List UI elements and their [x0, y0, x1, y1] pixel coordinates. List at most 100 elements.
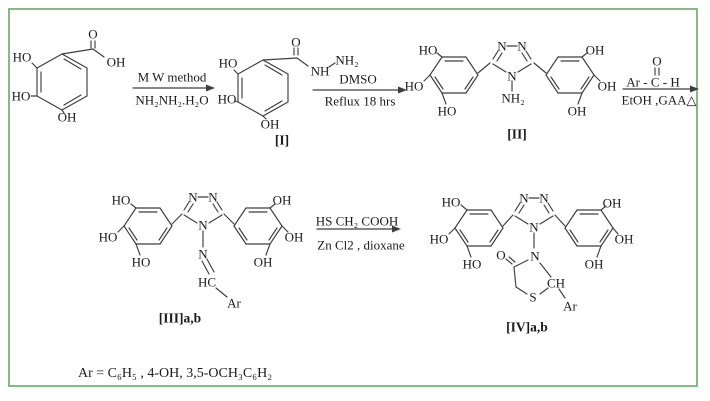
- atom-label: HO: [463, 257, 482, 272]
- bond-line: [460, 204, 468, 211]
- atom-label: N: [519, 191, 529, 206]
- atom-label: N: [539, 191, 549, 206]
- bond-line: [187, 203, 194, 213]
- bond-line: [593, 74, 601, 82]
- bond-line: [130, 203, 137, 209]
- bond-line: [505, 258, 513, 265]
- atom-label: OH: [603, 196, 622, 211]
- atom-label: HO: [132, 255, 151, 270]
- bond-line: [600, 205, 607, 211]
- structure-aryl-aldehyde-reagent: O: [652, 54, 662, 76]
- atom-label: O: [88, 27, 97, 42]
- atom-label: N: [507, 69, 517, 84]
- bond-line: [262, 57, 298, 61]
- bond-line: [596, 245, 602, 258]
- bond-line: [465, 74, 479, 94]
- bond-line: [216, 201, 223, 211]
- bond-line: [539, 287, 549, 295]
- step2-reagent-text: DMSO: [339, 71, 377, 87]
- bond-line: [599, 229, 609, 243]
- bond-line: [466, 245, 472, 258]
- atom-label: OH: [285, 230, 304, 245]
- atom-label: HO: [219, 56, 238, 71]
- step1-conditions-text: NH₂NH₂.H₂O: [135, 92, 209, 108]
- atom-label: OH: [585, 257, 604, 272]
- step4-reagent-text: HS CH₂ COOH: [315, 213, 399, 229]
- bond-line: [265, 243, 271, 256]
- bond-line: [31, 62, 38, 69]
- bond-line: [328, 62, 336, 68]
- bond-line: [513, 266, 517, 288]
- bond-line: [464, 76, 474, 90]
- bond-line: [262, 101, 289, 117]
- bond-line: [612, 227, 619, 235]
- bond-line: [158, 227, 168, 241]
- bond-line: [577, 92, 583, 105]
- atom-label: OH: [58, 110, 77, 125]
- atom-label: OH: [586, 43, 605, 58]
- bond-line: [128, 227, 138, 241]
- bond-line: [436, 52, 443, 58]
- bond-line: [296, 57, 309, 67]
- atom-label: O: [291, 35, 300, 50]
- bond-line: [547, 202, 554, 212]
- bond-line: [61, 53, 88, 69]
- bond-line: [477, 62, 491, 74]
- bond-line: [423, 74, 431, 82]
- bond-line: [513, 259, 529, 268]
- bond-line: [183, 214, 198, 224]
- bond-line: [490, 227, 504, 247]
- compound-label-III: [III]a,b: [158, 310, 202, 326]
- step2-conditions-text: Reflux 18 hrs: [324, 93, 396, 109]
- bond-line: [237, 59, 264, 75]
- bond-line: [92, 48, 105, 58]
- bond-line: [61, 109, 65, 114]
- bond-line: [183, 201, 190, 211]
- step3-reagent-text: Ar - C - H: [626, 74, 680, 90]
- bond-line: [564, 227, 578, 247]
- step1-reagent-text: M W method: [137, 69, 207, 85]
- bond-line: [269, 225, 283, 245]
- atom-label: O: [496, 248, 505, 263]
- bond-line: [521, 52, 528, 62]
- bond-line: [434, 76, 444, 90]
- atom-label: N: [517, 39, 527, 54]
- reaction-arrow-step-3: [622, 85, 699, 93]
- atom-label: N: [529, 220, 539, 235]
- compound-label-II: [II]: [507, 126, 527, 142]
- bond-line: [454, 209, 468, 229]
- bond-line: [496, 52, 503, 62]
- atom-label: OH: [568, 104, 587, 119]
- atom-label: HO: [12, 89, 31, 104]
- bond-line: [569, 229, 579, 243]
- step4-conditions-text: Zn Cl2 , dioxane: [317, 237, 405, 253]
- bond-line: [550, 76, 560, 90]
- reaction-arrow-step-2: [312, 86, 407, 94]
- atom-label: OH: [254, 255, 273, 270]
- bond-line: [233, 69, 239, 75]
- bond-line: [264, 100, 283, 112]
- atom-label: NH: [311, 64, 330, 79]
- atom-label: OH: [598, 79, 617, 94]
- atom-label: HO: [419, 43, 438, 58]
- bond-line: [564, 209, 578, 229]
- bond-line: [441, 92, 447, 105]
- bond-line: [465, 56, 479, 76]
- atom-label: Ar: [227, 296, 241, 311]
- bond-line: [545, 74, 559, 94]
- atom-label: NH₂: [501, 91, 524, 106]
- atom-label: O: [652, 54, 661, 69]
- bond-line: [448, 227, 456, 235]
- bond-line: [489, 229, 499, 243]
- bond-line: [264, 64, 283, 76]
- compound-label-I: [I]: [274, 132, 290, 148]
- bond-line: [581, 52, 588, 58]
- bond-line: [269, 203, 276, 209]
- bond-line: [600, 209, 614, 229]
- atom-label: HO: [405, 79, 424, 94]
- bond-line: [429, 74, 443, 94]
